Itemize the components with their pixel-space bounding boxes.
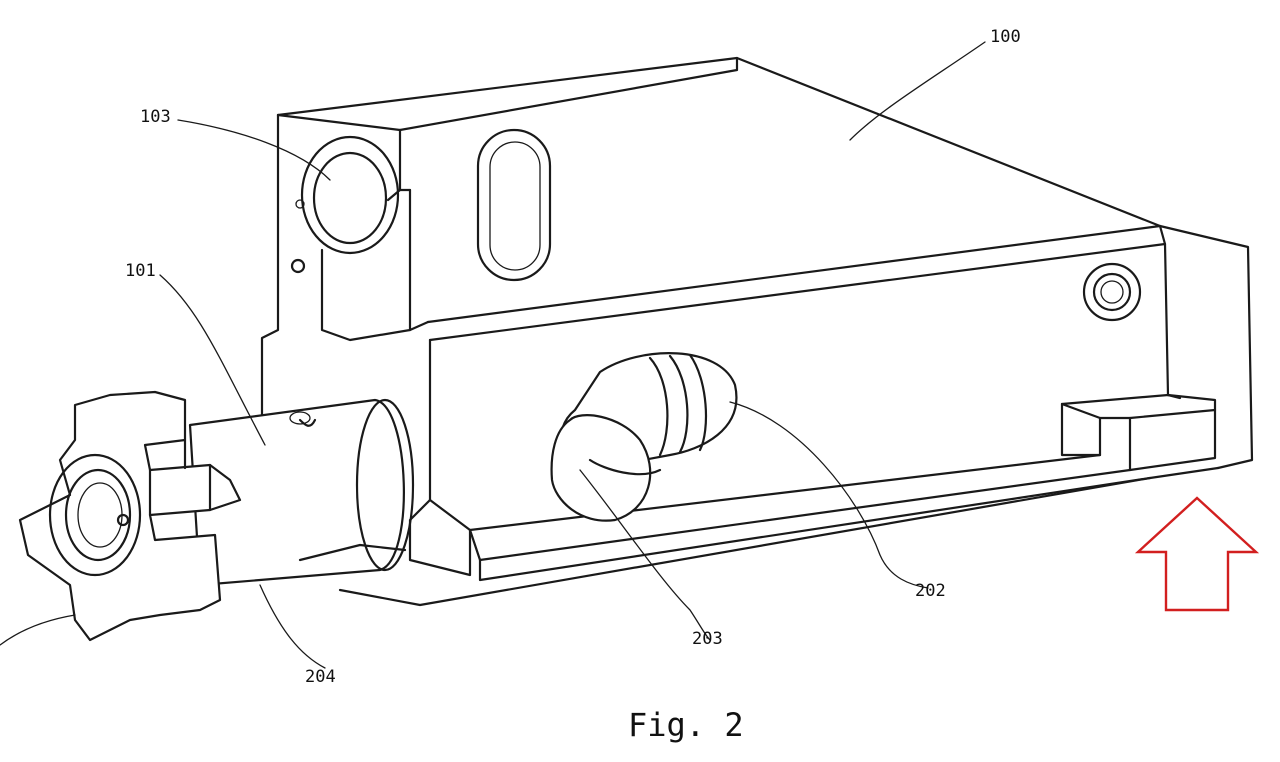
label-103: 103 [140, 107, 171, 127]
top-slot [476, 128, 552, 282]
leader-lines [0, 41, 986, 669]
label-204: 204 [305, 667, 336, 687]
side-screw-hole [1082, 262, 1142, 322]
pin-assembly [550, 352, 738, 522]
bore-103 [290, 135, 400, 274]
reference-labels: 100 103 101 202 203 204 [125, 27, 1021, 687]
label-202: 202 [915, 581, 946, 601]
bolt-101 [188, 398, 415, 587]
label-100: 100 [990, 27, 1021, 47]
label-203: 203 [692, 629, 723, 649]
figure-caption: Fig. 2 [628, 706, 744, 744]
housing-body [260, 56, 1254, 607]
bolt-head [18, 390, 242, 642]
label-101: 101 [125, 261, 156, 281]
red-arrow [1134, 496, 1260, 612]
